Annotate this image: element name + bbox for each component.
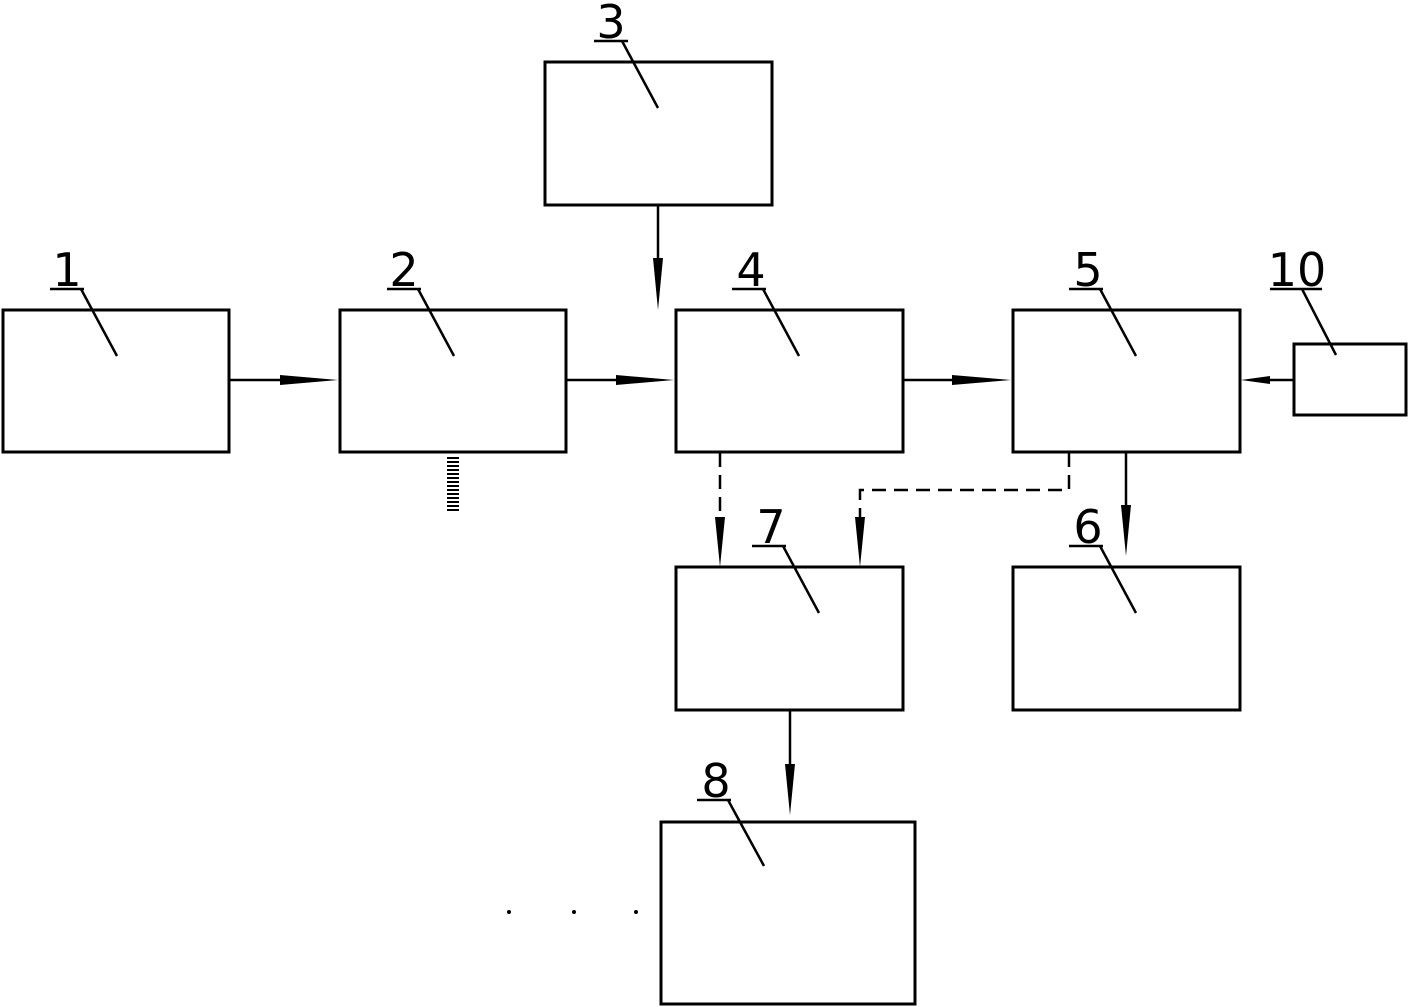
block-8: 8	[659, 754, 917, 1006]
arrow-head	[653, 258, 663, 310]
block-6: 6	[1011, 500, 1242, 712]
block-3-leader	[620, 40, 660, 109]
block-3-label: 3	[596, 0, 625, 49]
block-1-label: 1	[52, 243, 81, 297]
block-4-box	[674, 308, 905, 454]
block-5: 5	[1011, 243, 1242, 454]
stray-dots	[507, 910, 638, 914]
connector-10-to-5	[1241, 376, 1293, 384]
arrow-head	[952, 375, 1011, 385]
block-5-leader	[1098, 288, 1138, 357]
block-7-label: 7	[756, 500, 785, 554]
connector-5-to-7	[855, 453, 1071, 567]
arrow-head	[616, 375, 674, 385]
arrow-head	[1121, 505, 1131, 556]
block-8-leader	[726, 799, 766, 867]
block-7-box	[674, 565, 905, 712]
block-4: 4	[674, 243, 905, 454]
connector-1-to-2	[230, 375, 338, 385]
block-2-box	[338, 308, 568, 454]
connector-4-to-5	[904, 375, 1011, 385]
block-10-box	[1292, 342, 1408, 417]
block-10-leader	[1300, 288, 1338, 356]
block-1-box	[1, 308, 231, 454]
block-5-label: 5	[1073, 243, 1102, 297]
block-2-leader	[416, 288, 456, 357]
block-3-box	[543, 60, 774, 207]
block-10-label: 10	[1268, 243, 1327, 297]
arrow-head	[855, 517, 865, 567]
block-8-box	[659, 820, 917, 1006]
connector-2-to-4	[567, 375, 674, 385]
block-7: 7	[674, 500, 905, 712]
block-2-label: 2	[389, 243, 418, 297]
block-1-leader	[79, 288, 119, 357]
arrow-head	[785, 764, 795, 815]
block-4-label: 4	[736, 243, 765, 297]
connector-4-to-7	[715, 453, 725, 567]
connector-5-to-6	[1121, 453, 1131, 556]
block-5-box	[1011, 308, 1242, 454]
arrow-head	[715, 517, 725, 567]
block-1: 1	[1, 243, 231, 454]
connector-7-to-8	[785, 711, 795, 815]
block-6-leader	[1098, 545, 1138, 614]
connector-3-to-4	[653, 206, 663, 310]
arrow-head	[1241, 376, 1270, 384]
block-2: 2	[338, 243, 568, 454]
arrow-head	[280, 375, 338, 385]
ground-hatch	[447, 457, 459, 511]
block-4-leader	[761, 288, 801, 357]
block-10: 10	[1268, 243, 1408, 417]
block-6-label: 6	[1073, 500, 1102, 554]
block-7-leader	[781, 545, 821, 614]
block-8-label: 8	[701, 754, 730, 808]
block-6-box	[1011, 565, 1242, 712]
block-3: 3	[543, 0, 774, 207]
